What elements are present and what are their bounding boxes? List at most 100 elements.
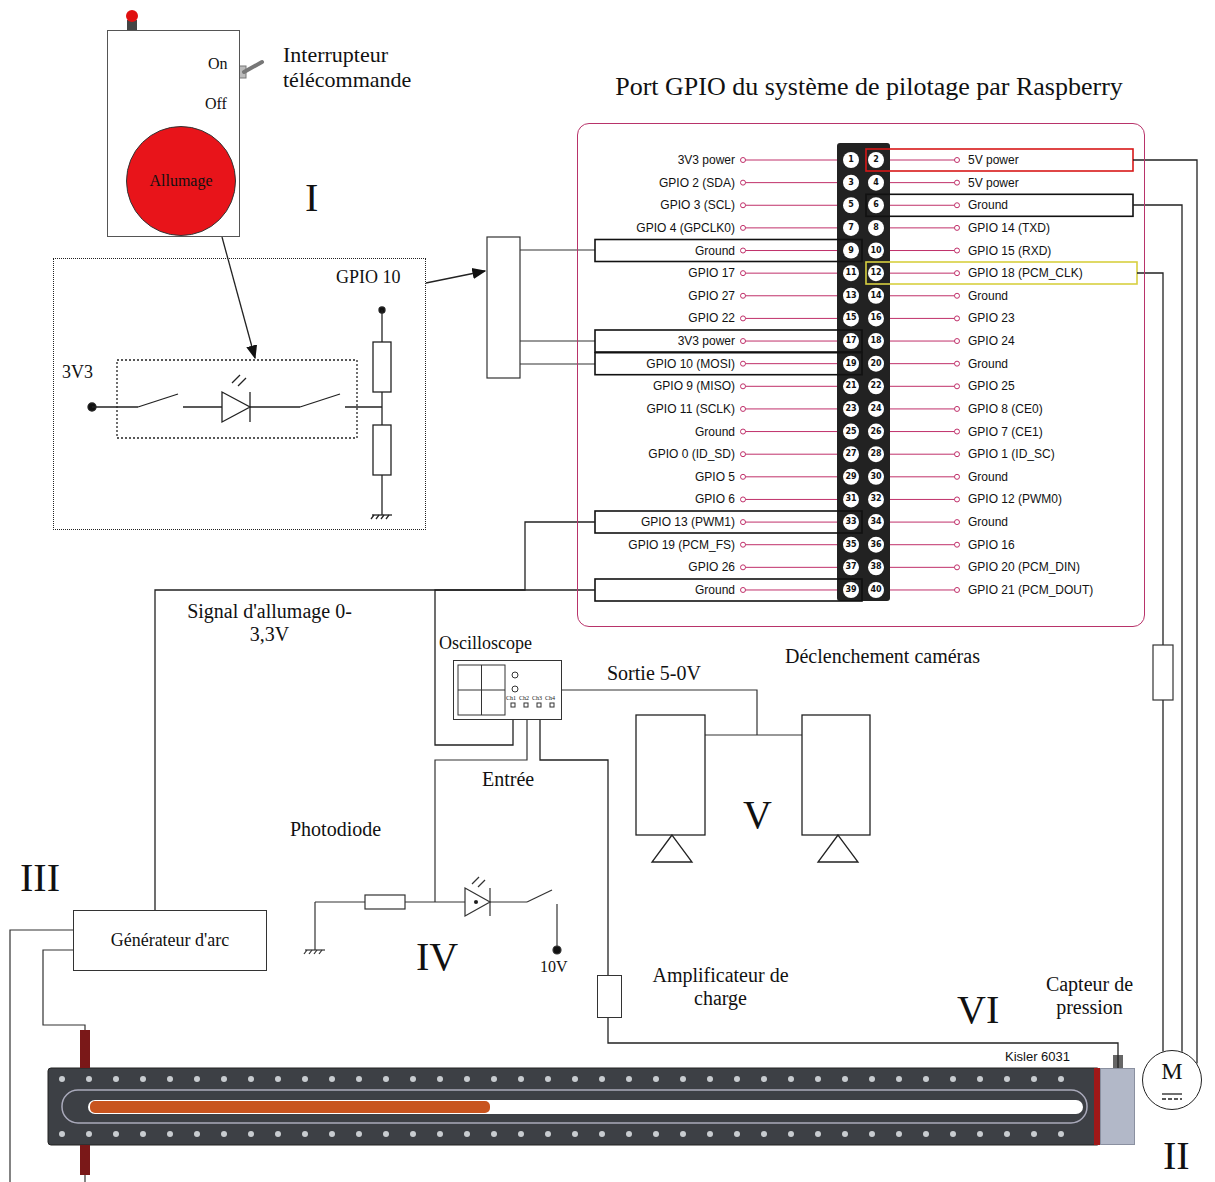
pin-lines	[741, 497, 746, 502]
tube-holes	[464, 1131, 470, 1137]
camera	[652, 835, 692, 862]
pin-lines	[890, 589, 955, 590]
pin-highlight	[866, 262, 1137, 284]
pin-lines	[890, 499, 955, 500]
pin-lines	[890, 318, 955, 319]
tube-holes	[599, 1131, 605, 1137]
pin-number: 6	[866, 199, 886, 211]
oscilloscope: Oscilloscope	[453, 660, 562, 720]
pin-lines	[890, 227, 955, 228]
pin-lines	[890, 544, 955, 545]
arc-generator: Générateur d'arc	[73, 910, 267, 971]
pin-lines	[955, 225, 960, 230]
signal-arrow	[426, 271, 485, 283]
pin-lines	[890, 250, 955, 251]
motor-symbol	[1162, 1094, 1182, 1099]
pin-name: Ground	[968, 356, 1008, 372]
tube-holes	[248, 1131, 254, 1137]
callout-number: VI	[957, 990, 999, 1030]
pin-name: GPIO 10 (MOSI)	[535, 356, 735, 372]
optocoupler-circuit	[117, 360, 357, 438]
pin-number: 2	[866, 154, 886, 166]
tube-holes	[896, 1076, 902, 1082]
pin-lines	[741, 406, 746, 411]
tube-holes	[410, 1131, 416, 1137]
pin-lines	[890, 295, 955, 296]
tube-holes	[167, 1076, 173, 1082]
tube-holes	[248, 1076, 254, 1082]
oscilloscope-panel	[537, 703, 541, 707]
camera	[802, 715, 870, 835]
pin-name: GPIO 19 (PCM_FS)	[535, 537, 735, 553]
pin-lines	[745, 295, 837, 296]
pin-number: 29	[841, 471, 861, 483]
tube-holes	[842, 1131, 848, 1137]
pin-number: 5	[841, 199, 861, 211]
pin-number: 33	[841, 516, 861, 528]
ignition-button: Allumage	[126, 126, 236, 236]
pin-lines	[745, 567, 837, 568]
signal-label: Sortie 5-0V	[607, 662, 701, 685]
toggle-switch	[244, 62, 262, 72]
tube	[48, 1068, 1100, 1145]
tube-holes	[221, 1076, 227, 1082]
tube	[80, 1030, 90, 1068]
oscilloscope-panel	[458, 690, 505, 691]
pin-number: 38	[866, 561, 886, 573]
node-text: Générateur d'arc	[111, 930, 230, 951]
tube-holes	[221, 1131, 227, 1137]
optocoupler-circuit	[300, 394, 340, 407]
pin-number: 21	[841, 380, 861, 392]
pin-name: GPIO 14 (TXD)	[968, 220, 1050, 236]
pin-lines	[745, 273, 837, 274]
camera	[636, 715, 870, 862]
tube-holes	[977, 1131, 983, 1137]
oscilloscope-panel	[512, 672, 518, 678]
tube-holes	[356, 1076, 362, 1082]
pin-lines	[890, 205, 955, 206]
callout-number: III	[20, 858, 60, 898]
channel-label: Ch4	[545, 695, 555, 702]
camera	[818, 835, 858, 862]
optocoupler-circuit	[222, 392, 250, 422]
node-text: Amplificateur de charge	[633, 964, 808, 1010]
pin-lines	[741, 158, 746, 163]
node-text: Kisler 6031	[1003, 1050, 1072, 1065]
pin-lines	[955, 474, 960, 479]
tube-holes	[383, 1076, 389, 1082]
pin-number: 24	[866, 403, 886, 415]
tube-holes	[896, 1131, 902, 1137]
remote-led	[126, 10, 138, 22]
pin-number: 20	[866, 358, 886, 370]
node-text: 3V3	[62, 362, 93, 383]
connector-block	[487, 237, 520, 378]
trigger-wires	[405, 901, 465, 902]
pin-lines	[745, 589, 837, 590]
pin-lines	[741, 587, 746, 592]
oscilloscope-panel	[458, 665, 505, 715]
connector-block	[487, 237, 595, 378]
arc-wires	[84, 1175, 85, 1182]
tube-holes	[869, 1131, 875, 1137]
tube-holes	[437, 1131, 443, 1137]
pin-number: 14	[866, 290, 886, 302]
tube-holes	[383, 1131, 389, 1137]
tube-holes	[1004, 1076, 1010, 1082]
tube-holes	[869, 1076, 875, 1082]
pin-lines	[890, 363, 955, 364]
pin-lines	[745, 318, 837, 319]
pin-lines	[955, 452, 960, 457]
pin-number: 10	[866, 245, 886, 257]
node-text: Off	[205, 95, 227, 113]
optocoupler-circuit	[371, 515, 374, 519]
note-label: Déclenchement caméras	[775, 645, 990, 668]
optocoupler-circuit	[88, 307, 392, 519]
pin-name: GPIO 16	[968, 537, 1015, 553]
channel-label: Ch1	[506, 695, 516, 702]
callout-number: I	[305, 178, 318, 218]
node-text: M	[1161, 1058, 1182, 1086]
pin-name: Ground	[968, 514, 1008, 530]
pin-lines	[955, 565, 960, 570]
tube-holes	[788, 1131, 794, 1137]
tube-holes	[491, 1076, 497, 1082]
